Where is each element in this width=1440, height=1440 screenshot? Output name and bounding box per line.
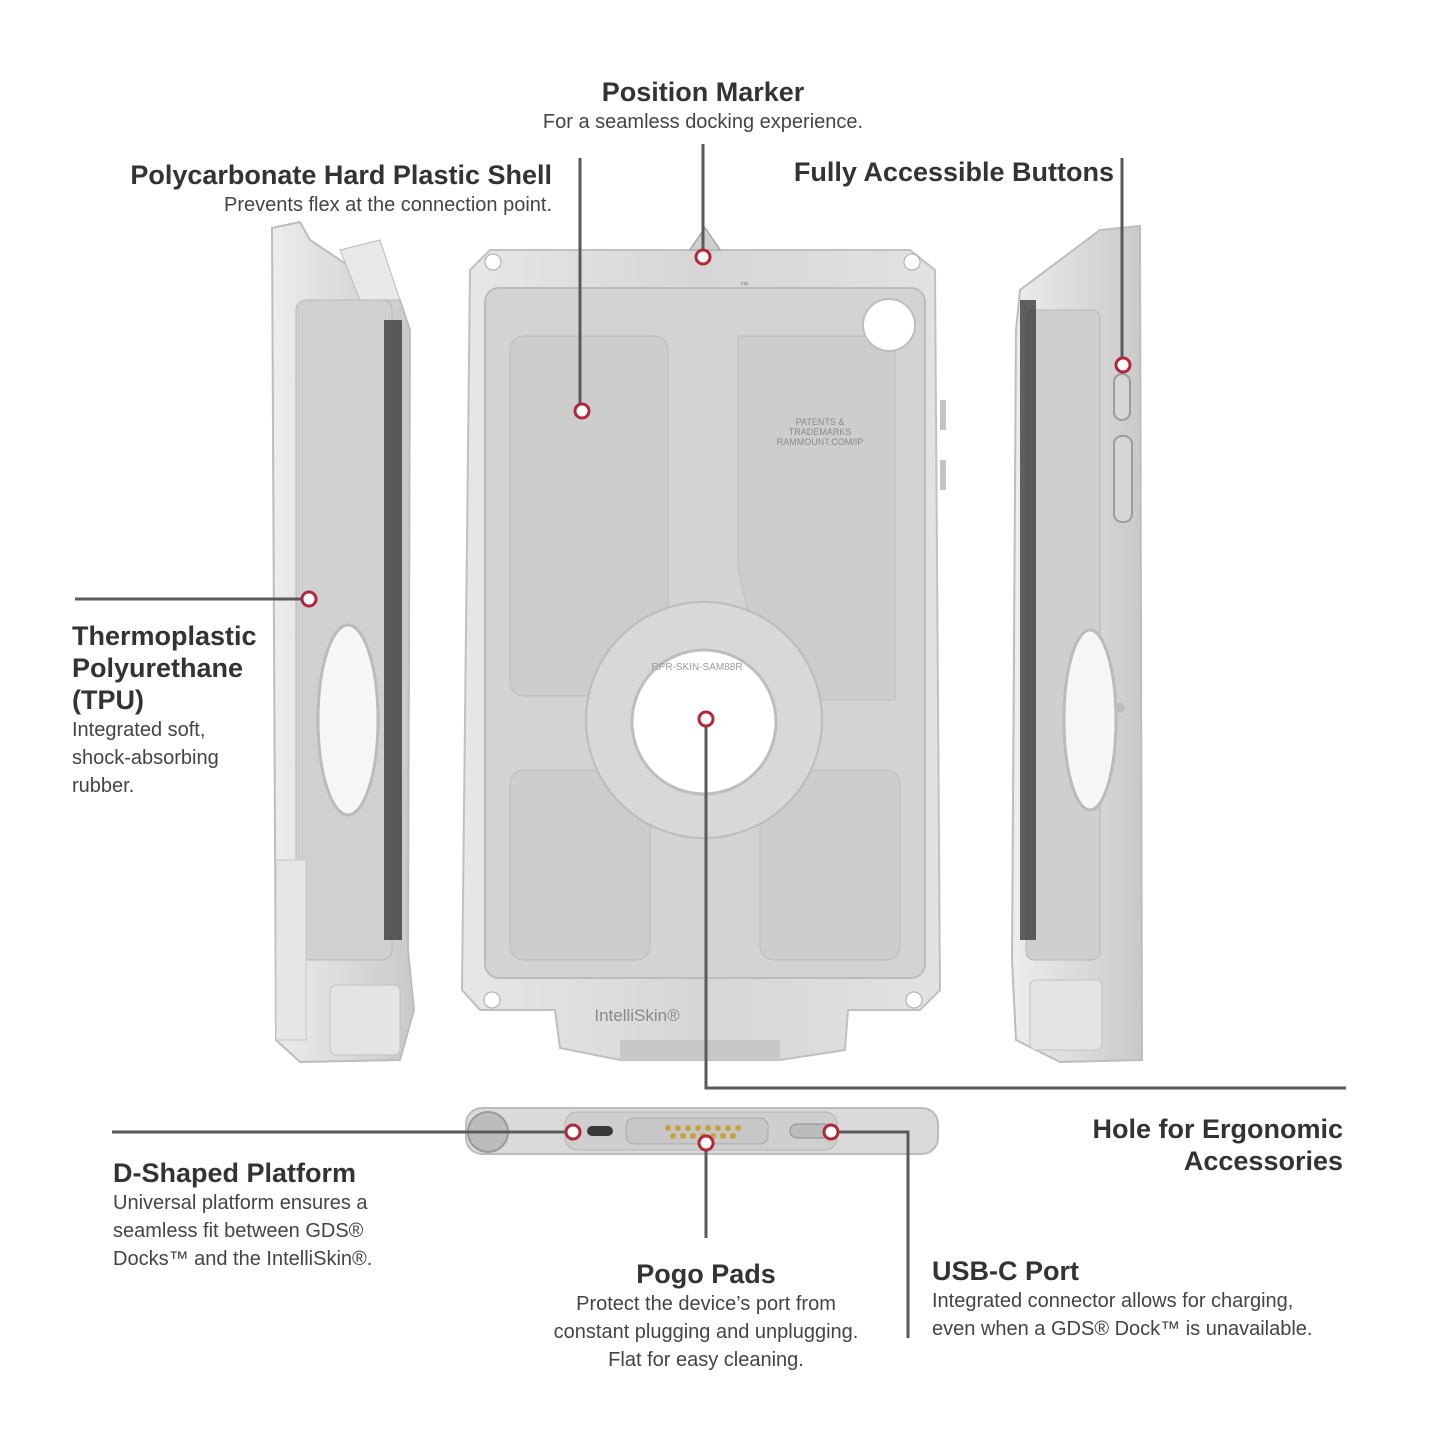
callout-desc-line: seamless fit between GDS® — [113, 1220, 364, 1242]
callout-desc-line: constant plugging and unplugging. — [553, 1321, 859, 1343]
callout-dots — [300, 248, 1132, 1152]
callout-desc-line: Docks™ and the IntelliSkin®. — [113, 1248, 373, 1270]
callout-desc-line: Protect the device’s port from — [576, 1293, 836, 1315]
callout-dot-ergonomic-hole — [697, 710, 715, 728]
callout-title: Pogo Pads — [636, 1259, 776, 1289]
callout-usb-c: USB-C Port Integrated connector allows f… — [932, 1255, 1362, 1343]
callout-dot-buttons — [1114, 356, 1132, 374]
callout-position-marker: Position Marker For a seamless docking e… — [480, 76, 926, 136]
callout-desc-line: Universal platform ensures a — [113, 1192, 368, 1214]
callout-title: D-Shaped Platform — [113, 1158, 357, 1188]
callout-dot-pogo-pads — [697, 1134, 715, 1152]
callout-desc-line: even when a GDS® Dock™ is unavailable. — [932, 1318, 1313, 1340]
callout-pogo-pads: Pogo Pads Protect the device’s port from… — [500, 1258, 912, 1374]
callout-dot-d-platform — [564, 1123, 582, 1141]
trademark-symbol: ™ — [740, 280, 749, 290]
callout-desc-line: Integrated soft, — [72, 719, 206, 741]
callout-dot-usb-c — [822, 1123, 840, 1141]
callout-title-line: Hole for Ergonomic — [1092, 1114, 1343, 1144]
callout-dot-tpu — [300, 590, 318, 608]
callout-desc-line: shock-absorbing — [72, 747, 219, 769]
callout-title-line: Thermoplastic — [72, 621, 257, 651]
callout-title-line: (TPU) — [72, 685, 144, 715]
leader-lines — [75, 144, 1346, 1338]
callout-desc-line: Flat for easy cleaning. — [608, 1349, 804, 1371]
callout-title: USB-C Port — [932, 1256, 1079, 1286]
left-side-view — [270, 220, 416, 1064]
brand-mark: IntelliSkin® — [594, 1006, 680, 1025]
callout-tpu: Thermoplastic Polyurethane (TPU) Integra… — [72, 620, 292, 800]
callout-title-line: Accessories — [1183, 1146, 1343, 1176]
callout-title: Position Marker — [601, 77, 805, 107]
model-engraving: RPR-SKIN-SAM88R — [651, 662, 742, 673]
right-side-view — [1010, 224, 1144, 1064]
callout-desc-line: Integrated connector allows for charging… — [932, 1290, 1294, 1312]
callout-polycarbonate-shell: Polycarbonate Hard Plastic Shell Prevent… — [60, 159, 552, 219]
bottom-edge-view — [465, 1107, 939, 1155]
callout-desc-line: rubber. — [72, 775, 135, 797]
patent-engraving-3: RAMMOUNT.COM/IP — [777, 437, 864, 447]
callout-d-platform: D-Shaped Platform Universal platform ens… — [113, 1157, 453, 1273]
callout-title-line: Polyurethane — [72, 653, 244, 683]
callout-desc: Prevents flex at the connection point. — [224, 194, 552, 216]
center-back-view: IntelliSkin® RPR-SKIN-SAM88R ™ PATENTS &… — [460, 226, 946, 1061]
patent-engraving-2: TRADEMARKS — [789, 427, 852, 437]
callout-accessible-buttons: Fully Accessible Buttons — [730, 156, 1114, 188]
callout-ergonomic-hole: Hole for Ergonomic Accessories — [1000, 1113, 1343, 1177]
callout-title: Polycarbonate Hard Plastic Shell — [130, 160, 552, 190]
callout-desc: For a seamless docking experience. — [542, 111, 864, 133]
callout-dot-position-marker — [694, 248, 712, 266]
patent-engraving-1: PATENTS & — [796, 417, 845, 427]
callout-title: Fully Accessible Buttons — [793, 157, 1114, 187]
callout-dot-shell — [573, 402, 591, 420]
